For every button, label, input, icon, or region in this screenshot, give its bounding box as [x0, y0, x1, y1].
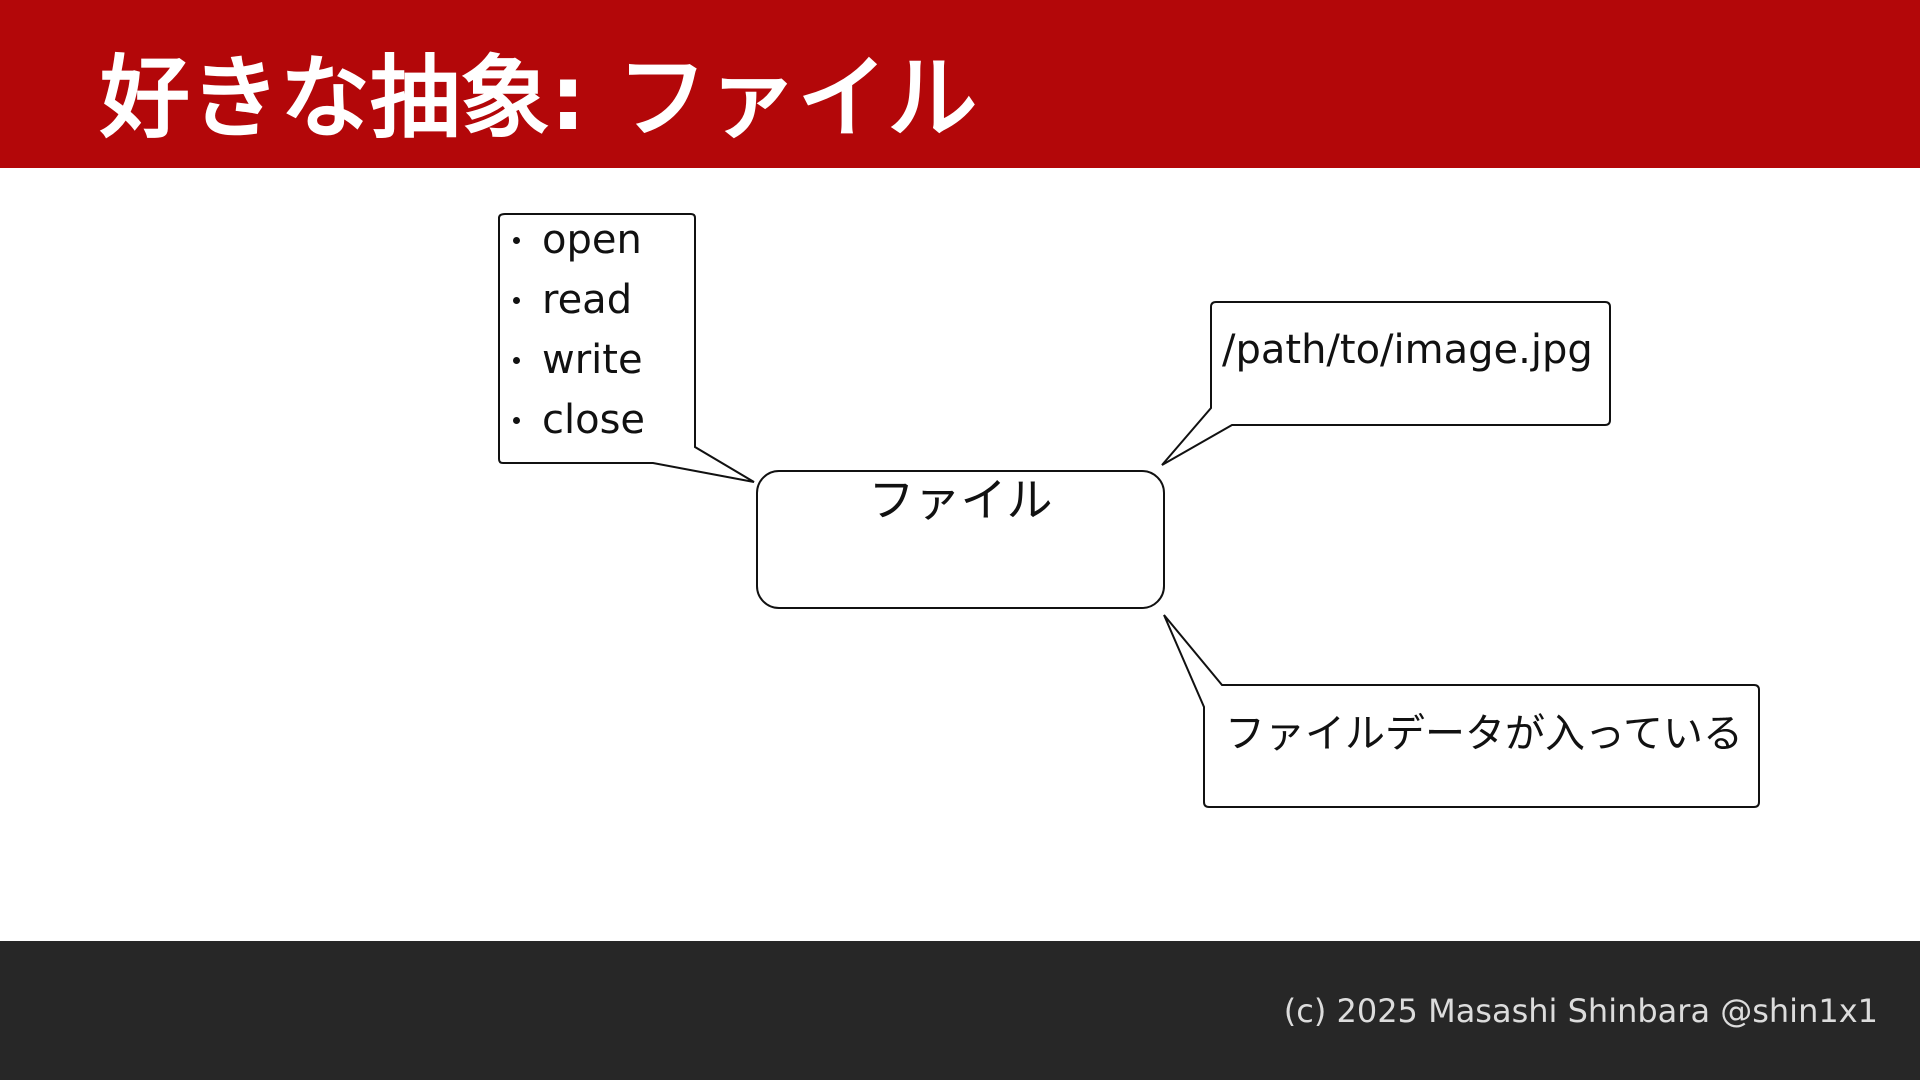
file-node	[756, 470, 1165, 609]
operation-open: open	[542, 217, 642, 263]
operation-write: write	[542, 337, 643, 383]
slide-footer: (c) 2025 Masashi Shinbara @shin1x1	[0, 941, 1920, 1080]
list-item: read	[508, 270, 645, 330]
bullet-icon	[513, 357, 520, 364]
bullet-icon	[513, 417, 520, 424]
operation-close: close	[542, 397, 646, 443]
footer-credit: (c) 2025 Masashi Shinbara @shin1x1	[1283, 992, 1878, 1030]
content-callout-label: ファイルデータが入っている	[1225, 711, 1743, 757]
slide-title: 好きな抽象: ファイル	[100, 46, 978, 151]
slide-header: 好きな抽象: ファイル	[0, 0, 1920, 168]
content-callout-shape	[1163, 614, 1760, 808]
bullet-icon	[513, 237, 520, 244]
operations-callout-shape	[498, 213, 755, 483]
operation-read: read	[542, 277, 633, 323]
list-item: open	[508, 210, 645, 270]
list-item: close	[508, 390, 645, 450]
operations-list: open read write close	[508, 210, 645, 450]
file-node-label: ファイル	[868, 473, 1053, 527]
bullet-icon	[513, 297, 520, 304]
path-callout-shape	[1161, 301, 1611, 466]
path-callout-label: /path/to/image.jpg	[1222, 327, 1593, 373]
list-item: write	[508, 330, 645, 390]
